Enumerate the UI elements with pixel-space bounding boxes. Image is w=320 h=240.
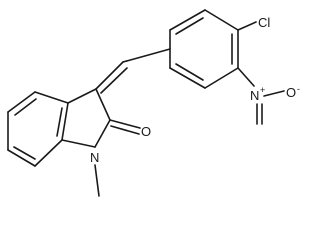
- ring-nitrogen-label: N: [90, 150, 99, 165]
- bond: [7, 149, 36, 167]
- double-bond: [175, 63, 204, 81]
- bond: [34, 139, 63, 167]
- bond: [94, 119, 111, 148]
- bond-c-n: [237, 67, 255, 87]
- nitro-minus-charge: -: [297, 84, 300, 94]
- double-bond: [13, 146, 36, 160]
- lactam-ring: [61, 88, 111, 148]
- double-bond-methine: [95, 61, 124, 90]
- bond: [95, 88, 111, 121]
- nitro-oxygen-label: O: [286, 85, 296, 100]
- n-methyl-bond: [94, 164, 100, 197]
- bond-ring-methine: [122, 48, 171, 63]
- chloronitrophenyl-ring: [169, 9, 239, 89]
- chlorine-label: Cl: [258, 15, 270, 30]
- benzo-ring: [7, 91, 69, 167]
- bond-n-o: [263, 90, 285, 97]
- double-bond-methine-inner: [100, 67, 128, 94]
- double-bond: [175, 17, 204, 35]
- bond: [204, 67, 239, 89]
- bond: [7, 91, 36, 113]
- bond: [34, 91, 69, 104]
- bond: [204, 9, 239, 31]
- double-bond: [14, 98, 37, 116]
- bond-c-cl: [237, 21, 257, 31]
- double-bond: [56, 107, 63, 137]
- carbonyl-oxygen-label: O: [141, 124, 151, 139]
- bond: [169, 9, 206, 31]
- bond: [61, 102, 69, 141]
- chemical-structure: Cl N + O - O N: [7, 9, 300, 197]
- bond: [169, 67, 206, 89]
- carbonyl-double-bond: [110, 125, 140, 135]
- bond: [67, 88, 97, 104]
- carbonyl-bond: [109, 119, 141, 129]
- nitro-nitrogen-label: N: [250, 88, 259, 103]
- bond: [61, 139, 96, 148]
- nitro-plus-charge: +: [260, 85, 265, 95]
